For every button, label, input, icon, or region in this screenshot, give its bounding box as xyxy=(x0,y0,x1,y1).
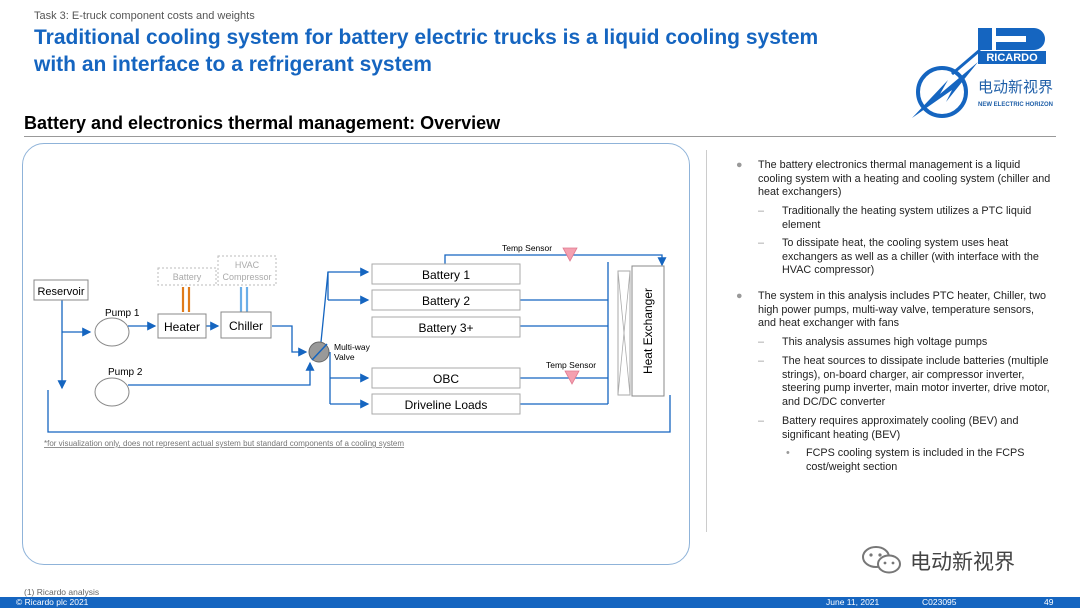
chiller-label: Chiller xyxy=(229,319,263,333)
battery2-label: Battery 2 xyxy=(422,294,470,308)
task-label: Task 3: E-truck component costs and weig… xyxy=(34,10,255,22)
wechat-watermark-text: 电动新视界 xyxy=(910,550,1015,574)
battery3-box xyxy=(371,316,521,338)
heater-box xyxy=(157,313,207,339)
chiller-box xyxy=(220,311,272,339)
source-footnote: (1) Ricardo analysis xyxy=(24,587,100,597)
battery1-box xyxy=(371,263,521,285)
bullet-2-2: – The heat sources to dissipate include … xyxy=(758,355,1052,409)
diagram-disclaimer: *for visualization only, does not repres… xyxy=(44,439,404,448)
pump2-to-valve xyxy=(128,361,315,386)
lightning-globe-icon xyxy=(912,48,981,118)
temp-sensor-top-icon xyxy=(562,247,578,262)
battery-ghost-box xyxy=(157,267,217,286)
dash-marker: – xyxy=(758,415,765,427)
pump1-label: Pump 1 xyxy=(105,308,140,319)
ricardo-logo: RICARDO 电动新视界 NEW ELECTRIC HORIZON xyxy=(912,28,1053,118)
dash-marker: – xyxy=(758,355,765,367)
ricardo-wordmark: RICARDO xyxy=(986,52,1038,64)
bullet-marker: ● xyxy=(736,290,743,302)
title-line-2: with an interface to a refrigerant syste… xyxy=(34,53,432,76)
top-sensor-line xyxy=(444,254,667,267)
wechat-icon xyxy=(862,546,901,574)
bullet-text: To dissipate heat, the cooling system us… xyxy=(782,237,1039,276)
reservoir-box xyxy=(33,279,89,301)
bullet-text: The battery electronics thermal manageme… xyxy=(758,159,1051,198)
footer-page-number: 49 xyxy=(1044,597,1054,607)
valve-to-battery1 xyxy=(319,267,370,353)
temp-sensor-top-label: Temp Sensor xyxy=(502,243,552,253)
bullet-1-2: – To dissipate heat, the cooling system … xyxy=(758,237,1052,278)
battery-ghost-label: Battery xyxy=(173,272,202,282)
pump2-label: Pump 2 xyxy=(108,367,143,378)
pump1-symbol xyxy=(94,317,130,347)
bullet-2: ● The system in this analysis includes P… xyxy=(736,290,1052,331)
column-divider xyxy=(706,150,707,532)
bullet-1-1: – Traditionally the heating system utili… xyxy=(758,205,1052,232)
dash-marker: – xyxy=(758,205,765,217)
partner-cn-name: 电动新视界 xyxy=(978,79,1053,96)
battery1-label: Battery 1 xyxy=(422,268,470,282)
footer-bar xyxy=(0,597,1080,608)
bullet-2-3-1: • FCPS cooling system is included in the… xyxy=(786,447,1052,474)
bullet-text: Traditionally the heating system utilize… xyxy=(782,205,1032,231)
chiller-to-valve xyxy=(272,325,308,357)
driveline-box xyxy=(371,393,521,415)
hvac-label-2: Compressor xyxy=(222,272,271,282)
bullet-1: ● The battery electronics thermal manage… xyxy=(736,159,1052,200)
bullet-text: FCPS cooling system is included in the F… xyxy=(806,447,1025,473)
pump2-symbol xyxy=(94,377,130,407)
dash-marker: – xyxy=(758,237,765,249)
heater-pipe xyxy=(181,287,191,312)
valve-label-1: Multi-way xyxy=(334,342,371,352)
diagram-panel xyxy=(22,143,690,565)
dash-marker: – xyxy=(758,336,765,348)
partner-en-name: NEW ELECTRIC HORIZON xyxy=(978,102,1053,108)
battery3-label: Battery 3+ xyxy=(418,321,473,335)
bullet-marker: ● xyxy=(736,159,743,171)
footer-code: C023095 xyxy=(922,597,957,607)
bullet-text: The system in this analysis includes PTC… xyxy=(758,290,1047,329)
section-divider xyxy=(24,136,1056,137)
bullet-text: Battery requires approximately cooling (… xyxy=(782,415,1019,441)
temp-sensor-mid-icon xyxy=(564,370,580,385)
hvac-ghost-box xyxy=(217,255,277,286)
footer-copyright: © Ricardo plc 2021 xyxy=(16,597,89,607)
battery2-box xyxy=(371,289,521,311)
page-title: Traditional cooling system for battery e… xyxy=(34,24,894,78)
temp-sensor-mid-label: Temp Sensor xyxy=(546,360,596,370)
valve-label-2: Valve xyxy=(334,352,355,362)
section-heading: Battery and electronics thermal manageme… xyxy=(24,113,501,133)
driveline-label: Driveline Loads xyxy=(405,398,488,412)
footer-date: June 11, 2021 xyxy=(826,597,880,607)
heat-exchanger-box xyxy=(631,265,665,397)
dot-marker: • xyxy=(786,447,790,459)
bullet-2-3: – Battery requires approximately cooling… xyxy=(758,415,1052,442)
return-line xyxy=(47,390,671,433)
cooling-system-diagram: Battery HVAC Compressor Reservoir Pump 1… xyxy=(33,243,671,448)
title-line-1: Traditional cooling system for battery e… xyxy=(34,26,819,49)
obc-box xyxy=(371,367,521,389)
bullet-2-1: – This analysis assumes high voltage pum… xyxy=(758,336,1052,350)
reservoir-label: Reservoir xyxy=(37,286,84,298)
hvac-label-1: HVAC xyxy=(235,260,260,270)
obc-label: OBC xyxy=(433,372,459,386)
bullet-text: The heat sources to dissipate include ba… xyxy=(782,355,1050,408)
heat-exchanger-label: Heat Exchanger xyxy=(641,288,655,374)
bullet-text: This analysis assumes high voltage pumps xyxy=(782,336,988,348)
heater-label: Heater xyxy=(164,320,200,334)
chiller-pipe xyxy=(239,287,249,312)
